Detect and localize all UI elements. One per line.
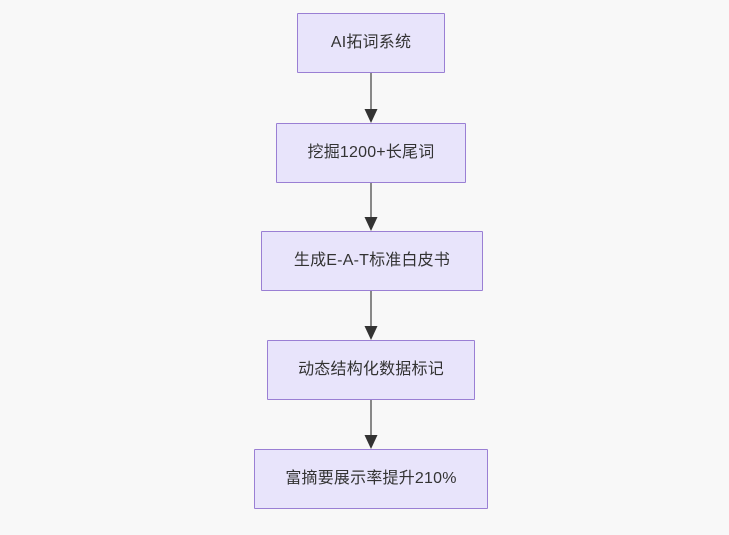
flow-node-mine-longtail-keywords[interactable]: 挖掘1200+长尾词 xyxy=(276,123,466,183)
flow-node-ai-keyword-system[interactable]: AI拓词系统 xyxy=(297,13,445,73)
arrowhead-icon xyxy=(364,109,378,123)
arrowhead-icon xyxy=(364,217,378,231)
edge-node3-to-node4 xyxy=(364,291,378,340)
flow-node-label: 富摘要展示率提升210% xyxy=(285,470,457,488)
arrowhead-icon xyxy=(364,435,378,449)
flow-node-label: 生成E-A-T标准白皮书 xyxy=(293,252,451,270)
flow-node-label: 动态结构化数据标记 xyxy=(298,361,444,379)
flow-node-generate-eat-whitepaper[interactable]: 生成E-A-T标准白皮书 xyxy=(261,231,483,291)
flow-node-label: 挖掘1200+长尾词 xyxy=(307,144,435,162)
flow-node-label: AI拓词系统 xyxy=(330,34,412,52)
edge-node2-to-node3 xyxy=(364,183,378,231)
flow-node-dynamic-structured-data-markup[interactable]: 动态结构化数据标记 xyxy=(267,340,475,400)
edge-node1-to-node2 xyxy=(364,73,378,123)
arrowhead-icon xyxy=(364,326,378,340)
edge-node4-to-node5 xyxy=(364,400,378,449)
flow-node-rich-snippet-rate-increase[interactable]: 富摘要展示率提升210% xyxy=(254,449,488,509)
